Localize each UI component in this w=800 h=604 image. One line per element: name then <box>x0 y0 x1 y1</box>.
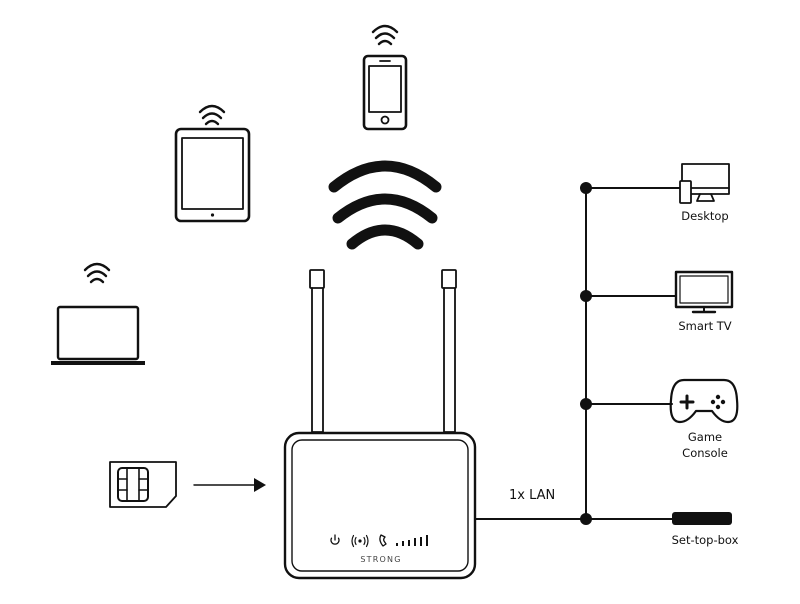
desktop-icon <box>679 163 730 204</box>
device-label-smart-tv: Smart TV <box>678 319 732 333</box>
tablet-icon <box>174 127 251 223</box>
game-controller-icon <box>669 378 739 424</box>
router-body <box>283 431 477 580</box>
junction-dots <box>580 182 592 525</box>
device-label-set-top-box: Set-top-box <box>671 533 739 547</box>
phone-handset-icon <box>379 534 387 547</box>
lan-port-label: 1x LAN <box>509 488 556 503</box>
sim-card-icon <box>109 461 177 508</box>
lan-cable <box>474 187 683 520</box>
router-antenna-left <box>309 269 325 433</box>
wifi-small-icon <box>83 262 111 284</box>
device-label-game-console-line2: Console <box>682 446 728 460</box>
router-brand-label: STRONG <box>360 555 401 564</box>
device-label-game-console-line1: Game <box>687 430 723 444</box>
wifi-small-icon <box>198 104 226 126</box>
signal-bars-icon <box>396 535 428 546</box>
set-top-box-icon <box>672 512 732 525</box>
smartphone-icon <box>362 54 408 131</box>
wifi-large-icon <box>328 160 442 250</box>
insert-arrow <box>193 478 266 492</box>
wifi-small-icon <box>371 24 399 46</box>
device-label-desktop: Desktop <box>681 209 729 223</box>
laptop-icon <box>51 305 145 365</box>
power-icon <box>330 534 340 545</box>
router-antenna-right <box>441 269 457 433</box>
signal-broadcast-icon <box>351 534 369 548</box>
smart-tv-icon <box>674 270 734 314</box>
